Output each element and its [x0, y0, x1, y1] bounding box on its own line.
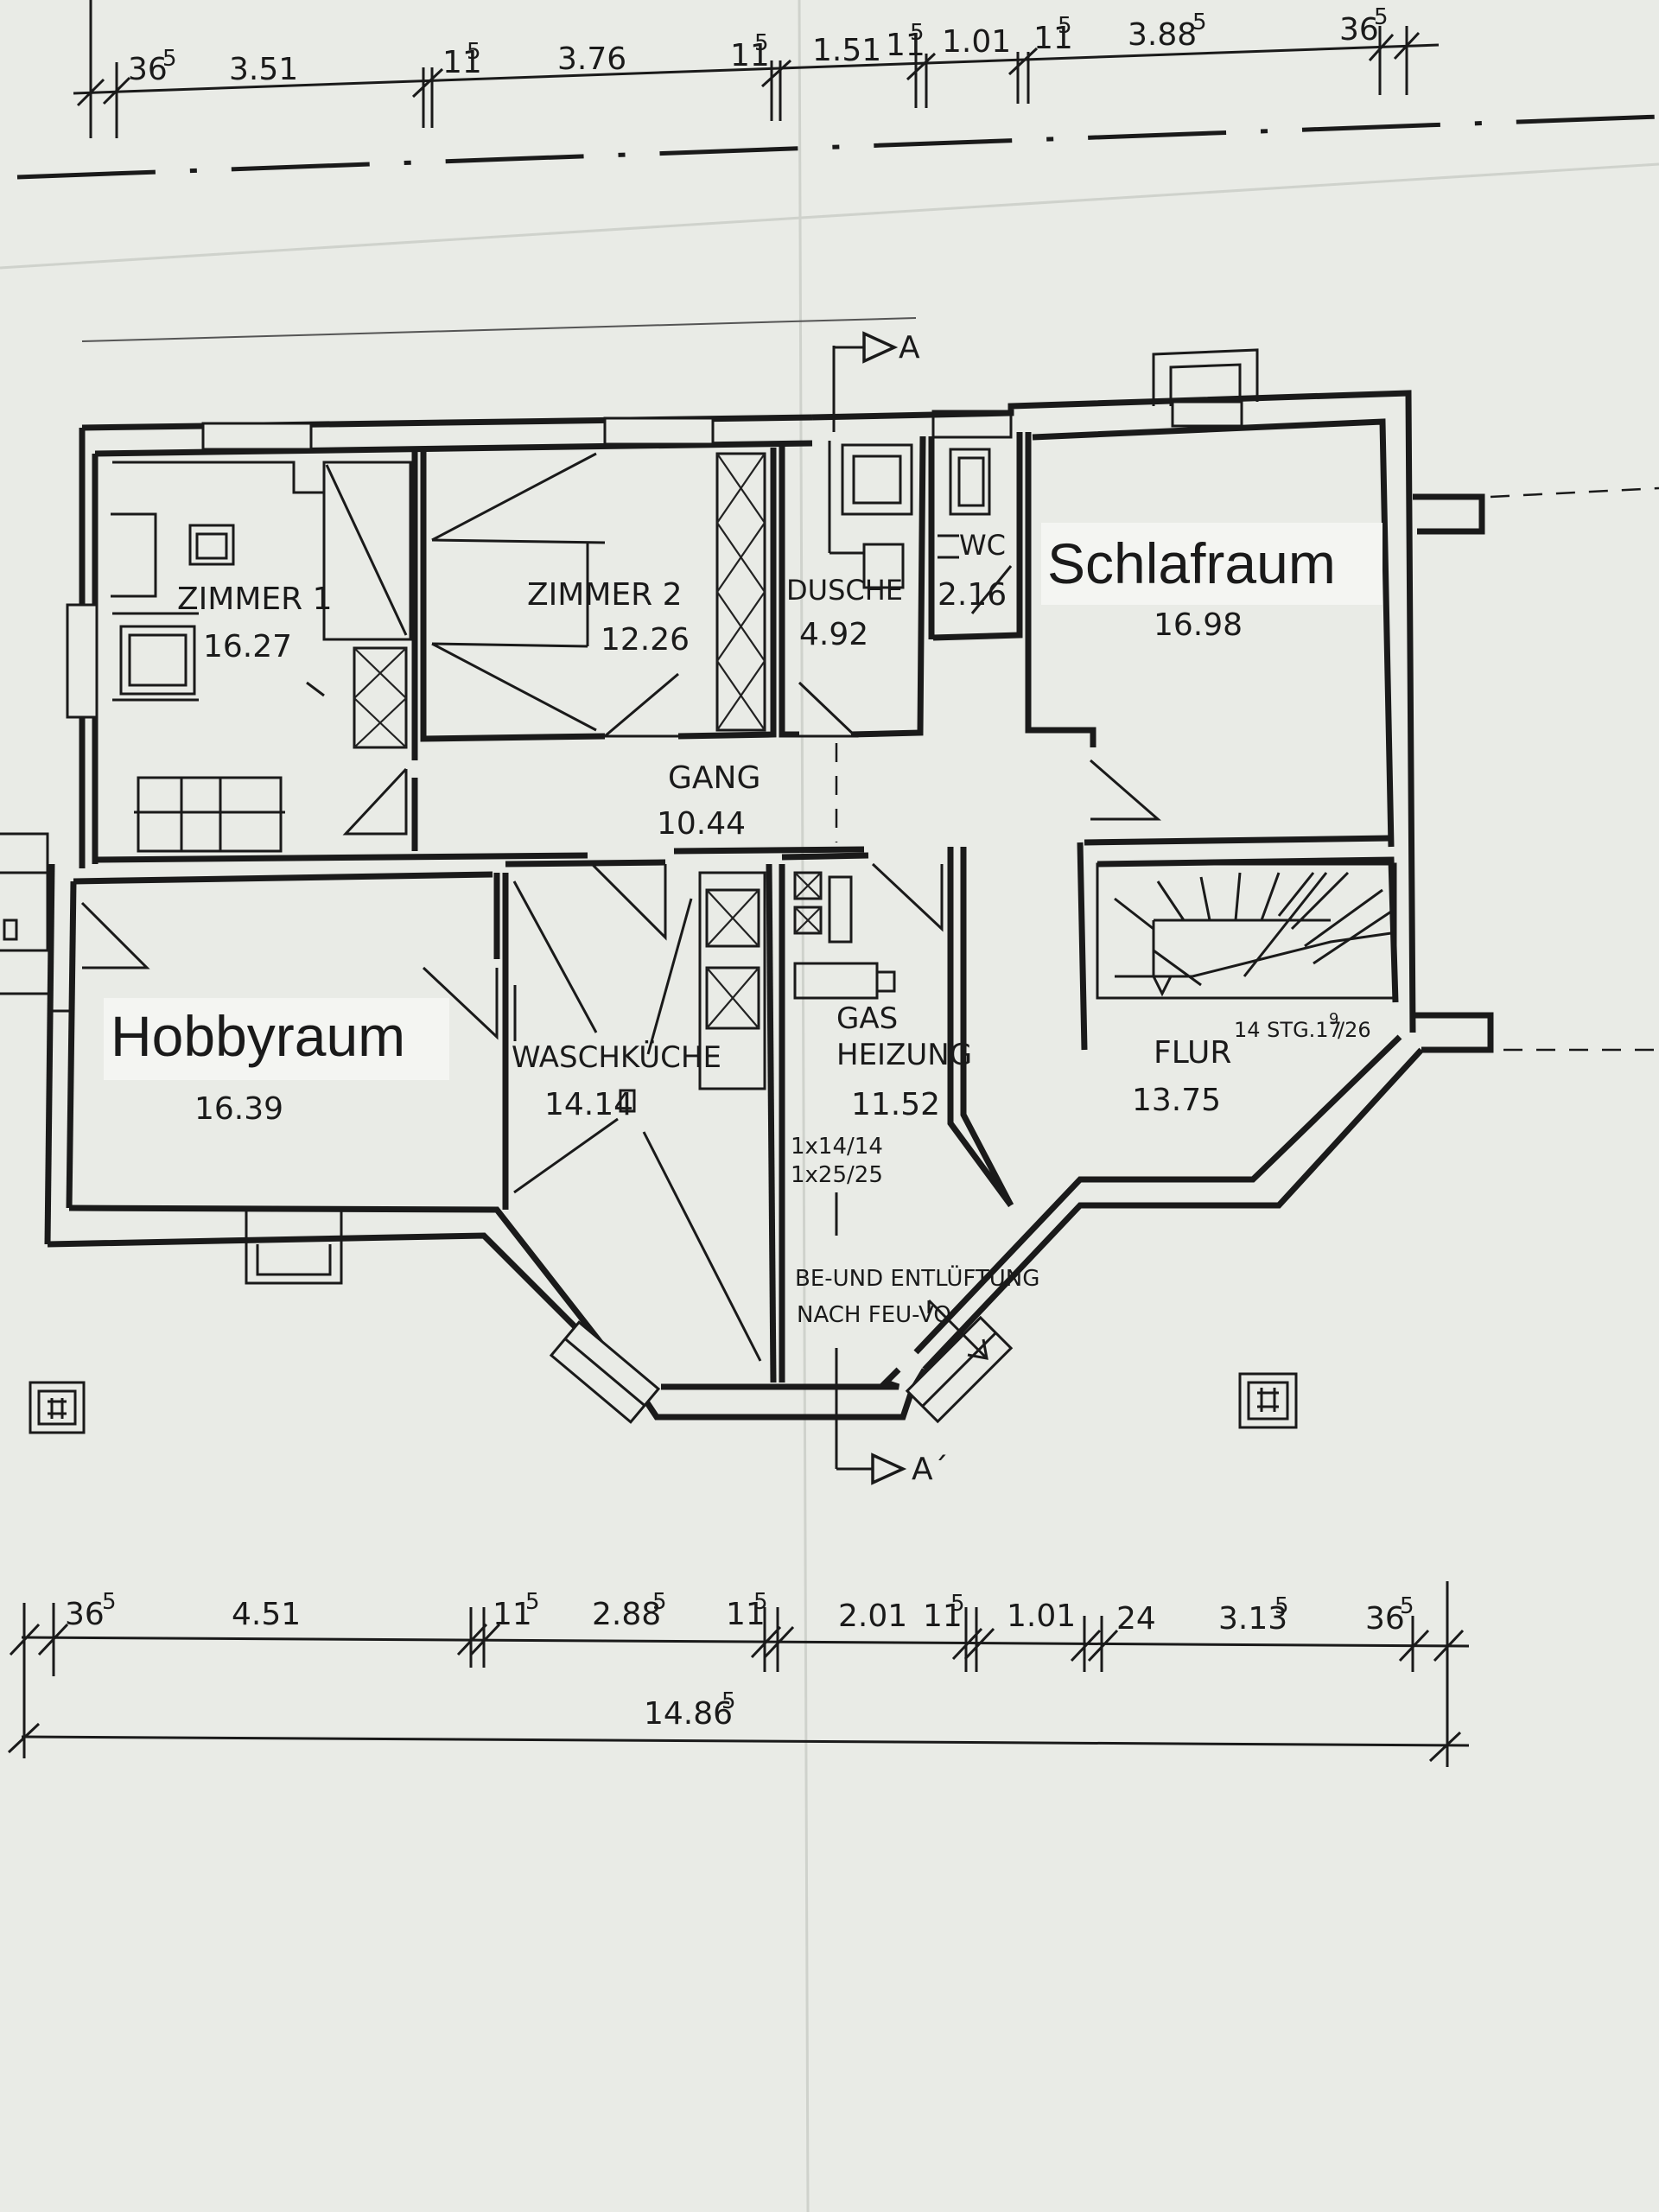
room-area-schlafraum: 16.98 [1154, 607, 1243, 643]
bottom-dim-3-sup: 5 [525, 1589, 540, 1615]
bottom-dim-6: 2.01 [838, 1599, 907, 1634]
chimney-spec-2: 1x25/25 [791, 1162, 883, 1188]
bottom-dim-8: 1.01 [1007, 1599, 1076, 1634]
top-dim-4: 3.76 [557, 41, 626, 77]
top-dim-7-sup: 5 [910, 20, 925, 46]
bottom-dim-1-sup: 5 [102, 1589, 117, 1615]
top-dim-2: 3.51 [229, 52, 298, 87]
top-dim-3: 11 [442, 45, 482, 80]
hobbyraum-label-patch [104, 998, 449, 1080]
stairs-label-tail: /26 [1338, 1018, 1371, 1042]
bottom-dim-1: 36 [65, 1597, 105, 1632]
top-dim-11: 36 [1339, 12, 1379, 48]
top-dim-8: 1.01 [942, 24, 1011, 60]
stairs-label: 14 STG.17 [1234, 1018, 1342, 1042]
top-dimension-chain: 36 5 3.51 11 5 3.76 11 5 1.51 11 5 1.01 … [73, 0, 1440, 138]
top-dim-10-sup: 5 [1192, 10, 1207, 35]
total-dimension: 14.86 [644, 1696, 733, 1732]
ventilation-note-2: NACH FEU-VO [797, 1302, 951, 1328]
room-area-zimmer-1: 16.27 [203, 629, 292, 664]
room-area-zimmer-2: 12.26 [601, 622, 690, 658]
bottom-dim-11: 36 [1365, 1601, 1405, 1637]
room-name-zimmer-2: ZIMMER 2 [527, 577, 683, 613]
bottom-dim-10: 3.13 [1218, 1601, 1287, 1637]
room-area-dusche: 4.92 [799, 617, 868, 652]
top-dim-1: 36 [128, 52, 168, 87]
paper-fold [798, 0, 810, 2212]
room-name-gang: GANG [668, 760, 760, 796]
top-dim-5: 11 [730, 38, 770, 73]
room-area-gang: 10.44 [657, 806, 746, 842]
bottom-dim-4: 2.88 [592, 1597, 661, 1632]
bottom-dim-4-sup: 5 [652, 1589, 667, 1615]
bottom-dim-9: 24 [1116, 1601, 1156, 1637]
bottom-dim-11-sup: 5 [1400, 1593, 1414, 1619]
room-area-flur: 13.75 [1132, 1083, 1221, 1118]
bottom-dim-10-sup: 5 [1274, 1593, 1289, 1619]
top-dim-6: 1.51 [812, 33, 881, 68]
fixtures: A´ [3, 441, 1659, 1487]
room-area-hobbyraum: 16.39 [194, 1091, 283, 1127]
paper-fold [0, 162, 1659, 270]
room-name-heizung-line1: GAS [836, 1001, 898, 1036]
room-area-wc: 2.16 [938, 577, 1007, 613]
bottom-dim-7-sup: 5 [950, 1591, 965, 1617]
room-name-zimmer-1: ZIMMER 1 [177, 582, 333, 617]
top-dim-11-sup: 5 [1374, 4, 1389, 30]
bottom-dim-2: 4.51 [232, 1597, 301, 1632]
bottom-dim-5-sup: 5 [753, 1589, 768, 1615]
section-label-a-prime: A´ [912, 1452, 949, 1487]
stairs-label-sup: 9 [1329, 1010, 1338, 1028]
bottom-dim-7: 11 [923, 1599, 963, 1634]
bottom-dim-3: 11 [493, 1597, 532, 1632]
section-label-a: A [899, 330, 920, 365]
outer-walls [0, 348, 1494, 1424]
room-name-wc: WC [959, 529, 1006, 562]
room-labels: ZIMMER 1 16.27 ZIMMER 2 12.26 DUSCHE 4.9… [104, 523, 1382, 1328]
inner-walls [73, 432, 1399, 1383]
schlafraum-label-patch [1041, 523, 1382, 605]
room-name-heizung-line2: HEIZUNG [836, 1038, 972, 1072]
room-name-schlafraum: Schlafraum [1047, 531, 1336, 595]
top-dim-3-sup: 5 [467, 39, 481, 65]
top-dim-10: 3.88 [1128, 17, 1197, 53]
section-marker-a: A [832, 330, 920, 432]
room-name-dusche: DUSCHE [786, 574, 903, 607]
room-name-waschkueche: WASCHKÜCHE [512, 1039, 721, 1075]
top-dim-7: 11 [886, 28, 925, 63]
room-name-flur: FLUR [1154, 1035, 1231, 1071]
axis-line [16, 114, 1659, 180]
top-dim-5-sup: 5 [754, 30, 769, 56]
chimney-spec-1: 1x14/14 [791, 1134, 883, 1160]
top-dim-1-sup: 5 [162, 46, 177, 72]
room-area-heizung: 11.52 [851, 1087, 940, 1122]
bottom-dimension-chain: 36 5 4.51 11 5 2.88 5 11 5 2.01 11 5 1.0… [7, 1581, 1470, 1767]
top-dim-9-sup: 5 [1058, 13, 1072, 39]
guide-line [81, 317, 917, 342]
total-dimension-sup: 5 [721, 1688, 736, 1714]
bottom-dim-5: 11 [726, 1597, 766, 1632]
ventilation-note-1: BE-UND ENTLÜFTUNG [795, 1264, 1039, 1292]
room-area-waschkueche: 14.14 [544, 1087, 633, 1122]
room-name-hobbyraum: Hobbyraum [111, 1004, 405, 1068]
top-dim-9: 11 [1033, 21, 1073, 56]
